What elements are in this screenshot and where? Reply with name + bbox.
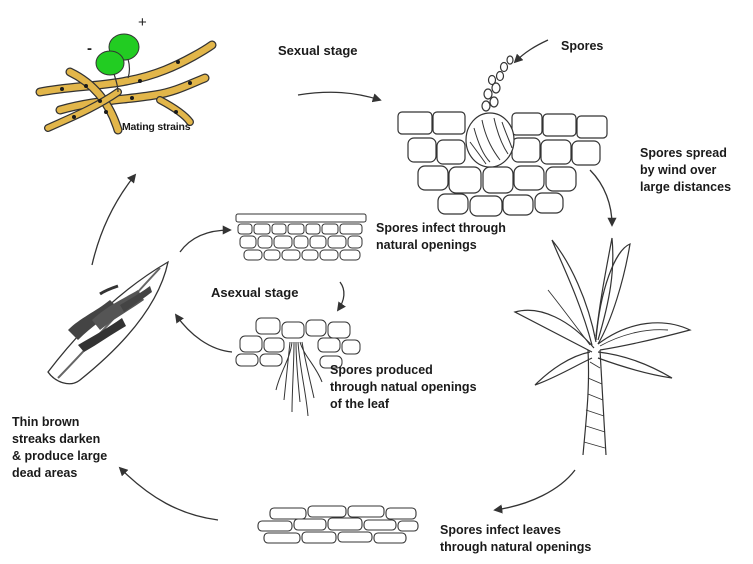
sexual-stage-label: Sexual stage (278, 43, 358, 58)
arrow-to-leaf-streaks (120, 468, 218, 520)
sexual-spore-release-illustration (398, 56, 607, 216)
spores-infect-leaves-label: Spores infect leaves through natural ope… (440, 522, 591, 556)
diseased-leaf-illustration (48, 262, 168, 384)
arrow-infection-to-production (338, 282, 344, 310)
spores-produced-line-3: of the leaf (330, 396, 477, 413)
plus-sign: + (138, 14, 147, 31)
asexual-infection-cells-illustration (236, 214, 366, 260)
arrow-sexual-stage (298, 92, 380, 100)
spores-infect-openings-label: Spores infect through natural openings (376, 220, 506, 254)
spores-infect-leaves-line-1: Spores infect leaves (440, 522, 591, 539)
spores-produced-label: Spores produced through natual openings … (330, 362, 477, 413)
cycle-arrows (92, 40, 612, 520)
banana-plant-illustration (515, 238, 690, 455)
thin-brown-line-1: Thin brown (12, 414, 107, 431)
spores-label: Spores (561, 39, 603, 54)
thin-brown-streaks-label: Thin brown streaks darken & produce larg… (12, 414, 107, 482)
spores-infect-leaves-line-2: through natural openings (440, 539, 591, 556)
spores-spread-line-3: large distances (640, 179, 731, 196)
arrow-spores-pointer (515, 40, 548, 62)
arrow-spread-by-wind (590, 170, 612, 225)
spores-infect-openings-line-1: Spores infect through (376, 220, 506, 237)
spores-spread-line-1: Spores spread (640, 145, 731, 162)
arrow-leaf-to-mating (92, 175, 135, 265)
leaf-cells-bottom-illustration (258, 506, 418, 543)
thin-brown-line-2: streaks darken (12, 431, 107, 448)
spores-spread-line-2: by wind over (640, 162, 731, 179)
arrow-production-to-leaf (176, 315, 232, 352)
spores-produced-line-2: through natual openings (330, 379, 477, 396)
mating-strains-illustration (40, 34, 212, 130)
thin-brown-line-4: dead areas (12, 465, 107, 482)
arrow-infect-leaves (495, 470, 575, 510)
asexual-stage-label: Asexual stage (211, 285, 298, 300)
mating-strains-label: Mating strains (122, 120, 190, 135)
arrow-to-infection-cells (180, 230, 230, 252)
spores-spread-label: Spores spread by wind over large distanc… (640, 145, 731, 196)
thin-brown-line-3: & produce large (12, 448, 107, 465)
spores-infect-openings-line-2: natural openings (376, 237, 506, 254)
minus-sign: - (87, 40, 92, 57)
spores-produced-line-1: Spores produced (330, 362, 477, 379)
